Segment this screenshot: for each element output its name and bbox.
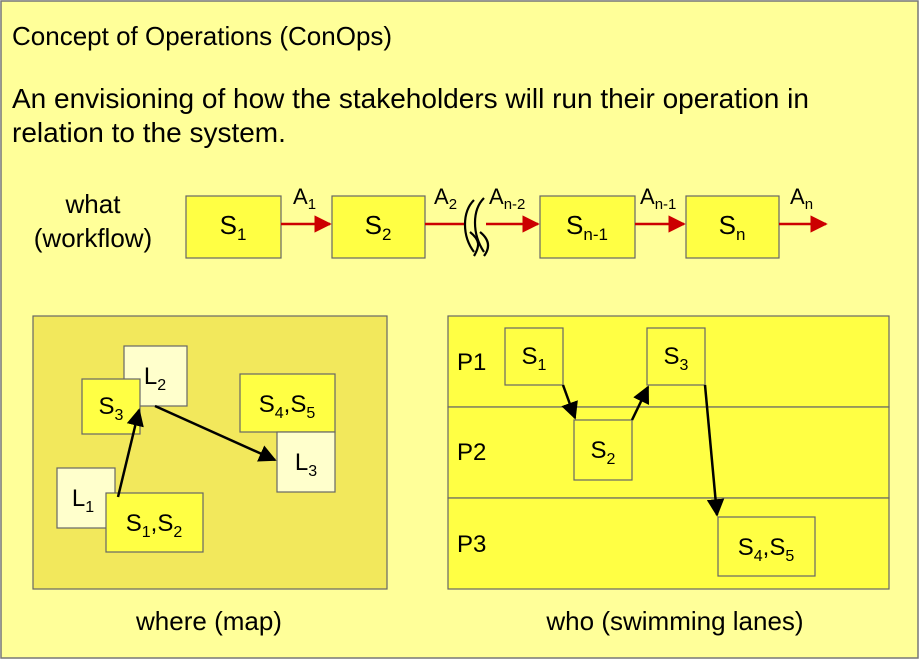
lane-label-p2: P2 <box>457 439 486 466</box>
workflow-state-n: Sn <box>685 195 780 259</box>
svg-text:Sn-1: Sn-1 <box>566 210 608 244</box>
svg-text:S2: S2 <box>591 437 616 468</box>
workflow-state-n-1: Sn-1 <box>539 195 636 259</box>
workflow-state-2: S2 <box>331 195 426 259</box>
svg-text:L3: L3 <box>295 449 317 480</box>
svg-text:L1: L1 <box>72 485 94 516</box>
svg-text:L2: L2 <box>144 363 166 394</box>
svg-text:S1: S1 <box>220 210 247 244</box>
swimlane-panel: P1 P2 P3 S1 S3 S2 S4,S5 who (swimming la… <box>447 315 890 636</box>
svg-text:S3: S3 <box>664 343 689 374</box>
lane-arrow-s2-to-s3 <box>630 385 650 421</box>
map-state-s4-s5: S4,S5 <box>239 373 336 433</box>
svg-text:S1: S1 <box>522 343 547 374</box>
svg-text:S1,S2: S1,S2 <box>126 510 183 541</box>
action-label-an-2: An-2 <box>489 184 525 213</box>
lane-p2 <box>447 406 890 499</box>
workflow-break-symbol <box>463 197 490 257</box>
workflow-state-1: S1 <box>185 195 282 259</box>
action-label-an: An <box>790 184 813 213</box>
map-location-l3: L3 <box>276 431 336 493</box>
svg-text:Sn: Sn <box>719 210 746 244</box>
lane-state-s1: S1 <box>504 327 564 386</box>
lane-state-s3: S3 <box>646 327 706 386</box>
workflow: what (workflow) S1 S2 Sn-1 Sn <box>34 184 828 259</box>
lane-state-s4-s5: S4,S5 <box>717 516 816 577</box>
action-label-a2: A2 <box>434 184 457 213</box>
workflow-label-line-2: (workflow) <box>34 223 152 253</box>
map-caption: where (map) <box>135 606 282 636</box>
lane-state-s2: S2 <box>573 419 633 481</box>
description-line-2: relation to the system. <box>12 117 286 148</box>
map-arrow-l2-to-l3 <box>154 404 277 462</box>
map-state-s3: S3 <box>81 378 141 435</box>
action-label-a1: A1 <box>293 184 316 213</box>
description-line-1: An envisioning of how the stakeholders w… <box>12 83 809 114</box>
lanes-caption: who (swimming lanes) <box>545 606 803 636</box>
svg-text:S3: S3 <box>99 393 124 424</box>
svg-text:S2: S2 <box>365 210 392 244</box>
map-panel: L2 S3 S4,S5 L3 L1 S1,S2 where (map) <box>32 315 388 636</box>
lane-label-p1: P1 <box>457 349 486 376</box>
lane-p3 <box>447 497 890 590</box>
svg-text:S4,S5: S4,S5 <box>738 534 795 565</box>
workflow-label-line-1: what <box>65 189 122 219</box>
map-location-l1: L1 <box>56 467 116 529</box>
lane-arrow-s3-to-s4 <box>703 384 725 517</box>
map-arrow-l1-to-l2 <box>116 408 144 498</box>
lane-label-p3: P3 <box>457 531 486 558</box>
action-label-an-1: An-1 <box>640 184 676 213</box>
map-state-s1-s2: S1,S2 <box>105 492 204 553</box>
svg-text:S4,S5: S4,S5 <box>259 391 316 422</box>
lane-arrow-s1-to-s2 <box>561 384 578 420</box>
page-title: Concept of Operations (ConOps) <box>12 21 392 51</box>
